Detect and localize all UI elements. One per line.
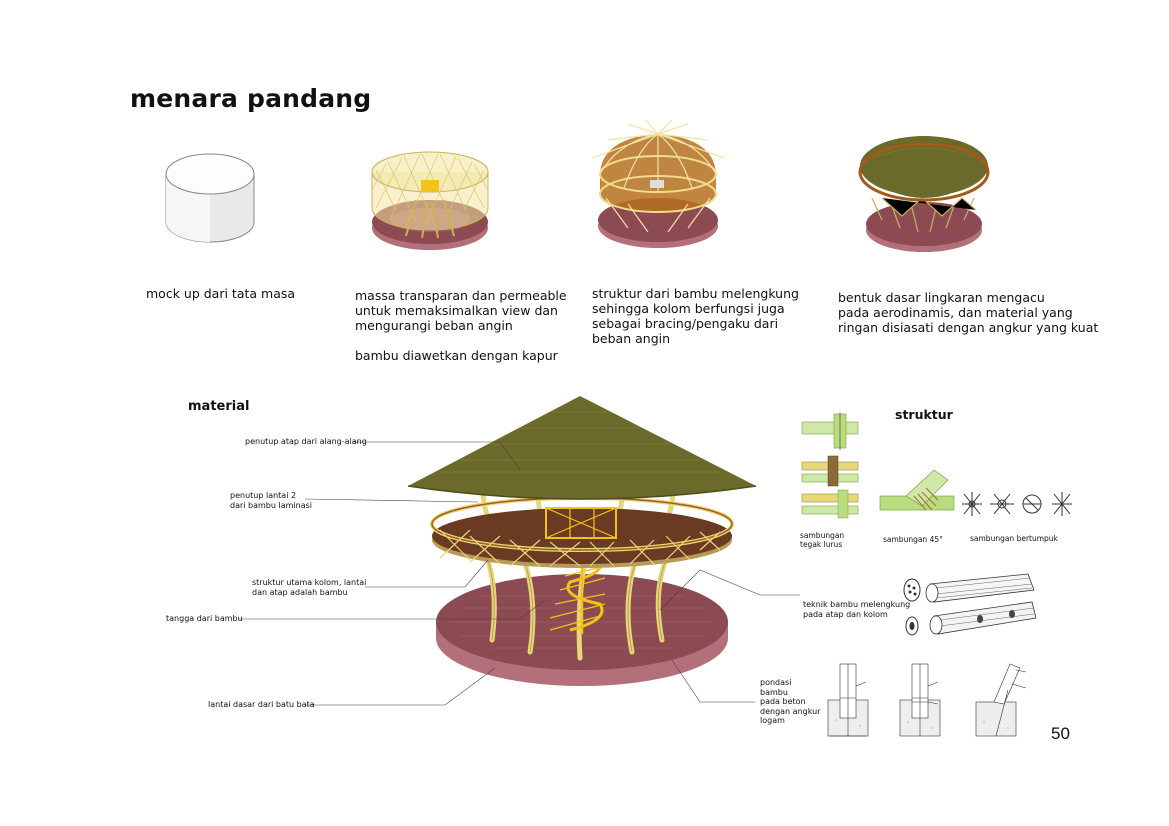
step-1-caption: mock up dari tata masa xyxy=(146,286,296,301)
label-floor-laminated-bamboo: penutup lantai 2 dari bambu laminasi xyxy=(230,491,313,510)
mockup-cylinder-illustration xyxy=(165,153,255,243)
label-roof-thatch: penutup atap dari alang-alang xyxy=(245,437,367,446)
label-curved-bamboo-technique: teknik bambu melengkung pada atap dan ko… xyxy=(803,600,911,619)
curved-bamboo-structure-illustration xyxy=(591,119,725,248)
joint-label-45: sambungan 45° xyxy=(883,535,943,544)
label-main-structure: struktur utama kolom, lantai dan atap ad… xyxy=(252,578,367,597)
step-4-caption: bentuk dasar lingkaran mengacu pada aero… xyxy=(838,290,1099,335)
joint-label-perpendicular: sambungan tegak lurus xyxy=(800,531,845,549)
angled-joint-illustration xyxy=(879,469,955,511)
step-3-caption: struktur dari bambu melengkung sehingga … xyxy=(592,286,799,346)
material-heading: material xyxy=(188,399,250,414)
perpendicular-joint-illustration xyxy=(801,412,859,519)
thatched-roof-form-illustration xyxy=(858,136,990,252)
transparent-mass-illustration xyxy=(371,151,489,250)
foundation-detail-illustration xyxy=(827,663,1027,737)
page-title: menara pandang xyxy=(130,84,372,113)
label-bamboo-foundation: pondasi bambu pada beton dengan angkur l… xyxy=(760,678,821,725)
joint-label-stacked: sambungan bertumpuk xyxy=(970,534,1058,543)
page-number: 50 xyxy=(1051,724,1070,743)
step-2-caption: massa transparan dan permeable untuk mem… xyxy=(355,288,567,363)
bamboo-bundle-illustration xyxy=(903,573,1037,636)
tower-main-illustration xyxy=(407,396,757,686)
stacked-joint-icons xyxy=(962,492,1072,516)
label-bamboo-stair: tangga dari bambu xyxy=(166,614,243,623)
struktur-heading: struktur xyxy=(895,407,953,422)
label-brick-ground-floor: lantai dasar dari batu bata xyxy=(208,700,315,709)
